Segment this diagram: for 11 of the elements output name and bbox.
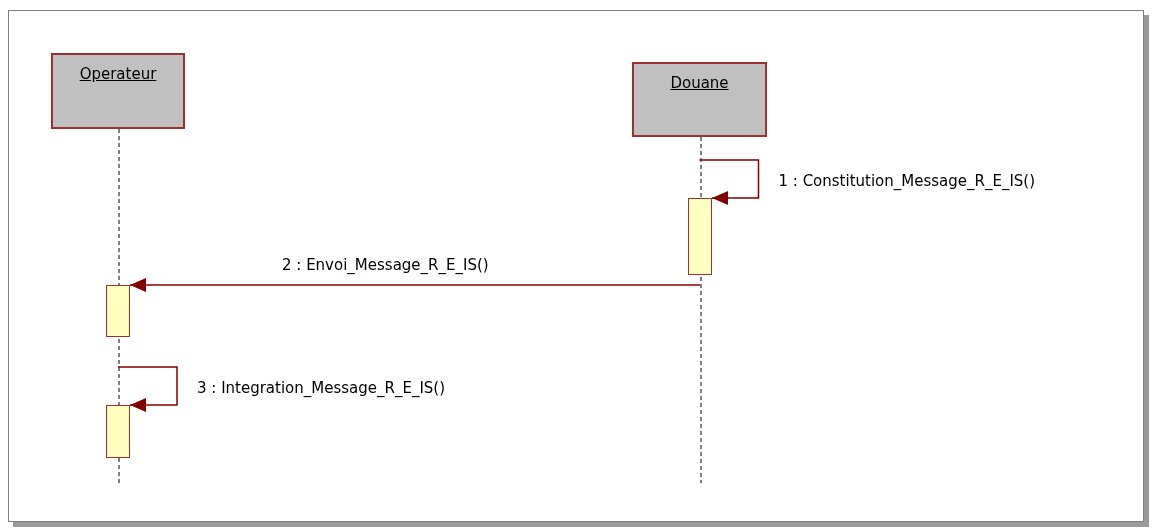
object-name: Douane (670, 74, 729, 92)
activation-bar (106, 285, 130, 337)
activation-bar (688, 198, 712, 275)
object-name: Operateur (79, 65, 157, 83)
lifeline-head-box (51, 53, 185, 129)
message-arrow (117, 366, 178, 412)
activation-bar (106, 405, 130, 458)
message-arrow (129, 278, 701, 292)
edge-label: 2 : Envoi_Message_R_E_IS() (280, 256, 491, 274)
lifeline-head-box (632, 62, 767, 137)
message-arrow (698, 159, 760, 205)
